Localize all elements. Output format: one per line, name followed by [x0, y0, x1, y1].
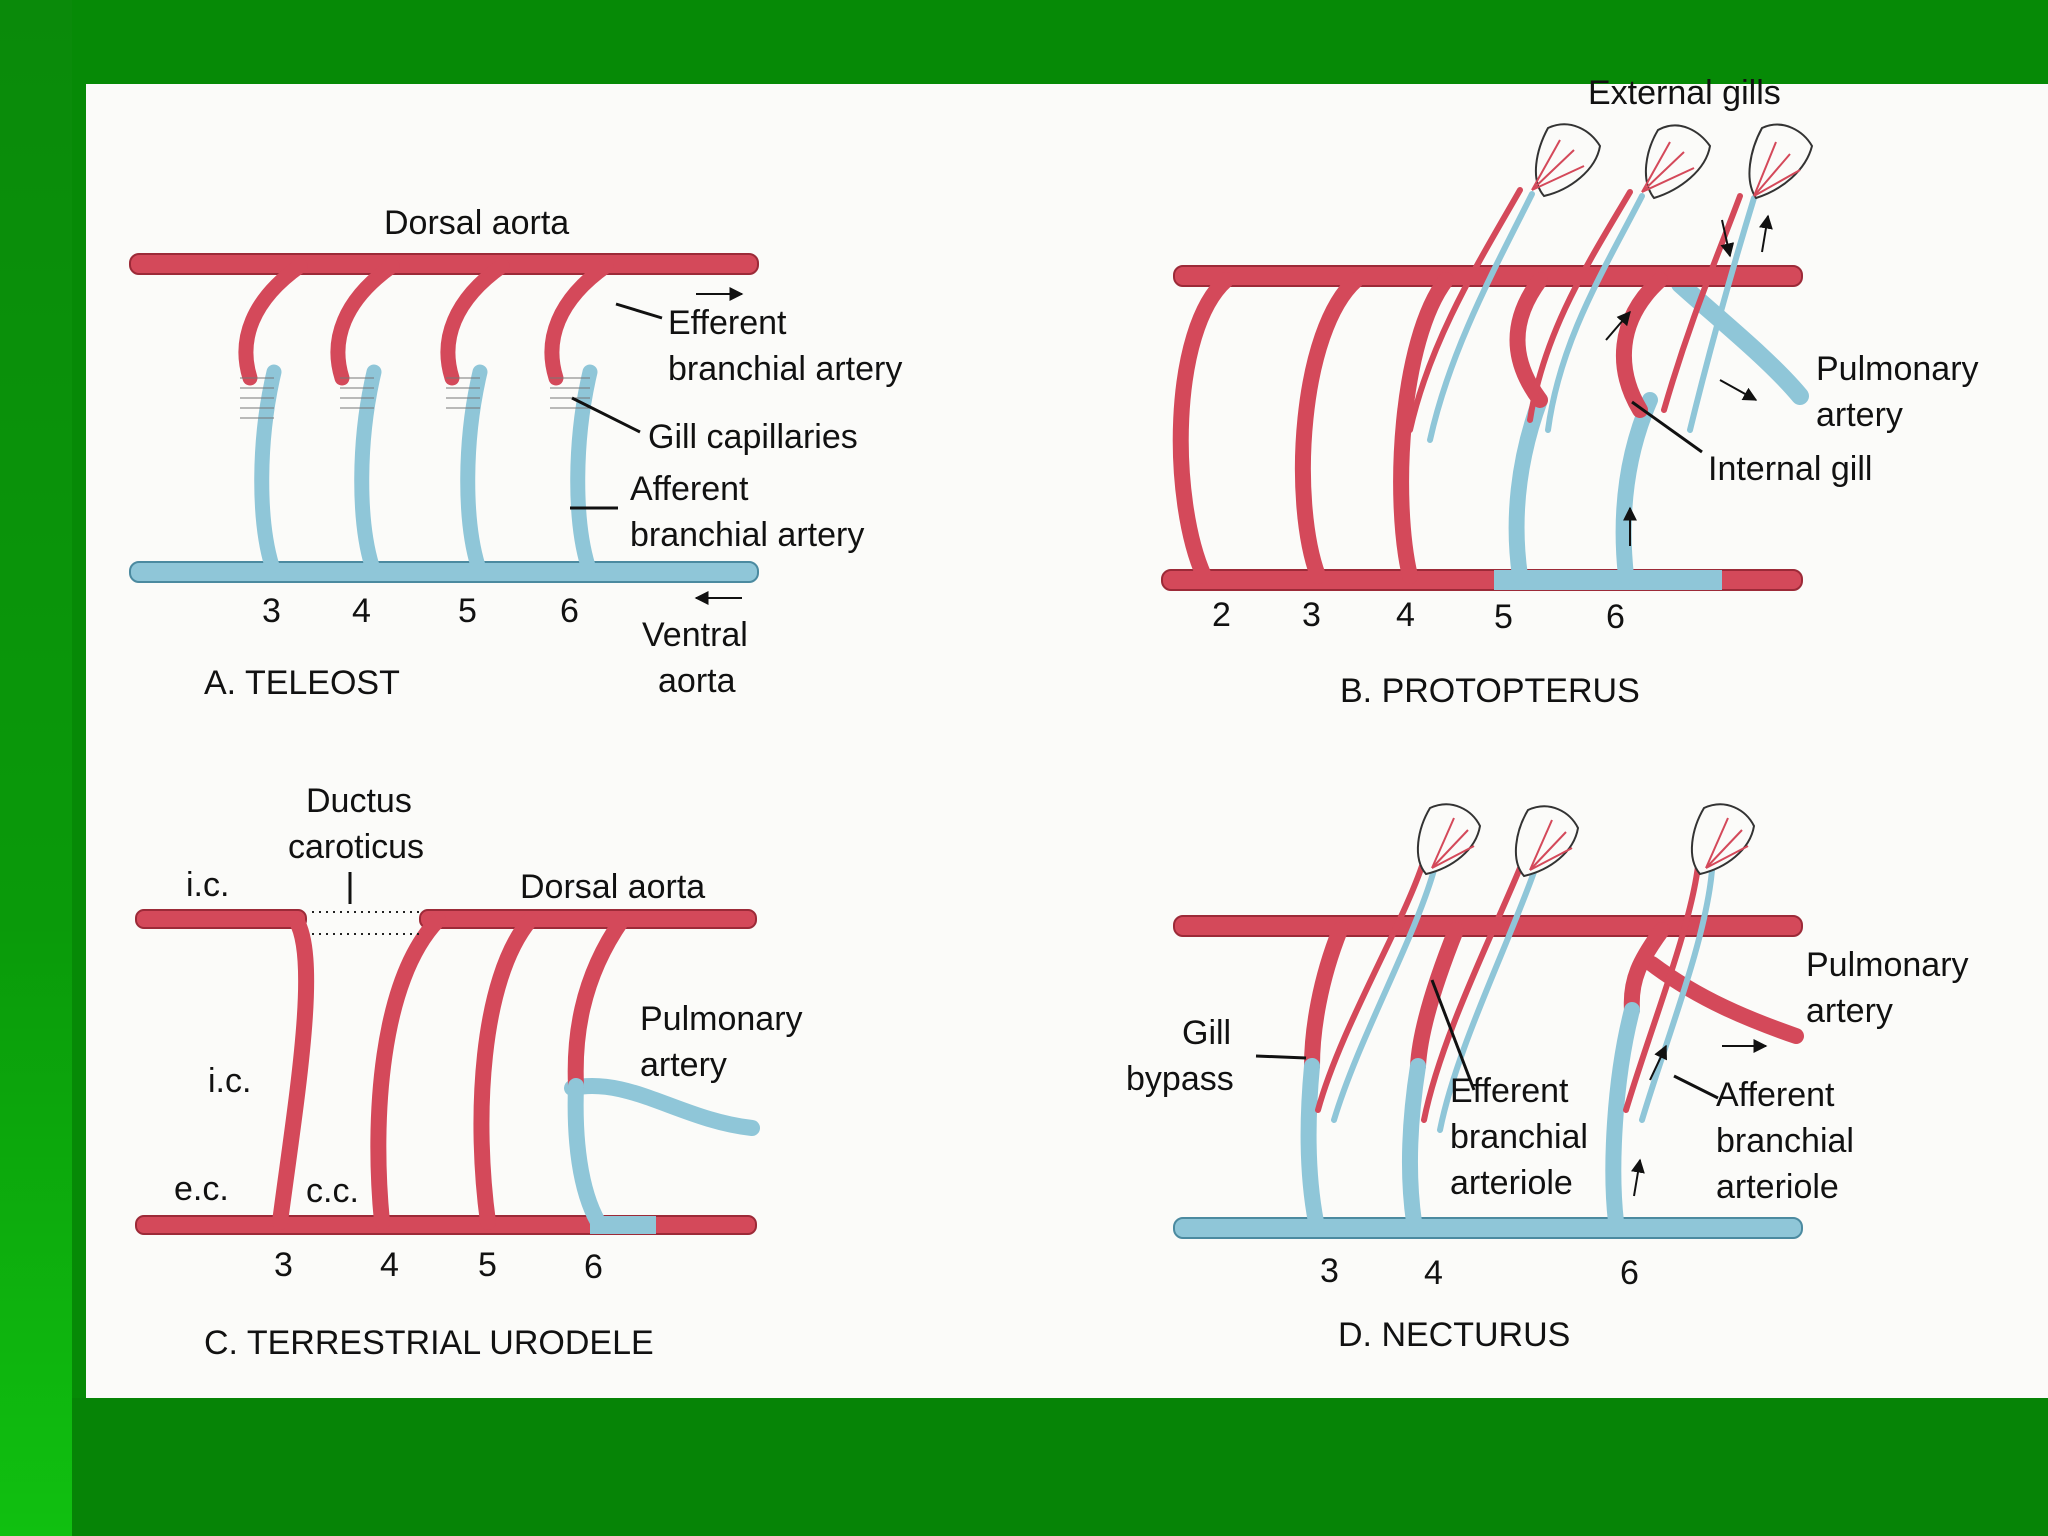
label-efferent-d-2: branchial	[1450, 1118, 1588, 1156]
ventral-aorta-c	[135, 1215, 757, 1235]
leader-efferent-d	[1430, 979, 1476, 1091]
arch-number: 6	[1620, 1254, 1639, 1292]
label-pulmonary-b-2: artery	[1816, 396, 1903, 434]
flow-arrow-b-4	[1719, 379, 1758, 401]
arch-number: 3	[1302, 596, 1321, 634]
label-external-gills-b: External gills	[1588, 74, 1781, 112]
label-bypass-d-1: Gill	[1182, 1014, 1231, 1052]
ventral-aorta-b-deox	[1494, 570, 1722, 590]
arch-number: 5	[1494, 598, 1513, 636]
flow-arrow-d-3	[1631, 1158, 1645, 1197]
label-pulmonary-d-1: Pulmonary	[1806, 946, 1969, 984]
label-efferent-a-1: Efferent	[668, 304, 787, 342]
leader-efferent-a	[615, 302, 663, 320]
external-gill-vessels-b	[1407, 187, 1757, 443]
ventral-aorta-a	[129, 561, 759, 583]
internal-carotid-c	[135, 909, 307, 929]
arch-number: 5	[478, 1246, 497, 1284]
ventral-aorta-d	[1173, 1217, 1803, 1239]
label-ec-c: e.c.	[174, 1170, 229, 1208]
panel-a-title: A. TELEOST	[204, 664, 400, 702]
external-gill-tufts-d	[1416, 803, 1756, 878]
bottom-green-band	[72, 1398, 2048, 1536]
label-afferent-a-2: branchial artery	[630, 516, 864, 554]
arch-number: 5	[458, 592, 477, 630]
label-pulmonary-b-1: Pulmonary	[1816, 350, 1979, 388]
leader-capillaries-a	[571, 396, 641, 434]
panel-d-title: D. NECTURUS	[1338, 1316, 1570, 1354]
flow-arrow-d-2	[1649, 1044, 1667, 1081]
arches-c	[272, 912, 630, 1230]
leader-bypass-d	[1255, 1054, 1307, 1060]
flow-arrow-b-2	[1759, 214, 1773, 253]
label-capillaries-a: Gill capillaries	[648, 418, 858, 456]
gill-filaments-b	[1531, 139, 1801, 197]
arch-number: 6	[1606, 598, 1625, 636]
label-afferent-d-3: arteriole	[1716, 1168, 1839, 1206]
label-afferent-a-1: Afferent	[630, 470, 749, 508]
arch-number: 3	[262, 592, 281, 630]
arch-number: 3	[1320, 1252, 1339, 1290]
panel-a-teleost: Dorsal aorta Efferent branchial artery G…	[129, 204, 902, 702]
external-gill-vessels-d	[1315, 863, 1715, 1133]
panel-c-terrestrial-urodele: Ductus caroticus i.c. Dorsal aorta i.c. …	[135, 782, 803, 1362]
label-pulmonary-d-2: artery	[1806, 992, 1893, 1030]
label-dorsal-aorta-c: Dorsal aorta	[520, 868, 705, 906]
label-internal-gill-b: Internal gill	[1708, 450, 1872, 488]
ventral-aorta-c-deox	[590, 1216, 656, 1234]
label-dorsal-aorta-a: Dorsal aorta	[384, 204, 569, 242]
label-afferent-d-1: Afferent	[1716, 1076, 1835, 1114]
flow-arrow-b-1	[1720, 219, 1735, 258]
label-ic-mid-c: i.c.	[208, 1062, 251, 1100]
label-efferent-a-2: branchial artery	[668, 350, 902, 388]
label-ductus-c-2: caroticus	[288, 828, 424, 866]
leader-afferent-d	[1673, 1074, 1719, 1100]
label-cc-c: c.c.	[306, 1172, 359, 1210]
gill-capillaries-a	[240, 377, 590, 419]
afferent-arteries-a	[254, 364, 598, 574]
panel-b-title: B. PROTOPTERUS	[1340, 672, 1640, 710]
dorsal-aorta-c	[419, 909, 757, 929]
label-afferent-d-2: branchial	[1716, 1122, 1854, 1160]
arch-number: 6	[584, 1248, 603, 1286]
leader-internal-gill-b	[1631, 400, 1703, 454]
panel-d-necturus: Pulmonary artery Gill bypass Efferent br…	[1126, 803, 1969, 1354]
arch-number: 4	[352, 592, 371, 630]
label-efferent-d-1: Efferent	[1450, 1072, 1569, 1110]
arch-number: 4	[380, 1246, 399, 1284]
label-ventral-a-2: aorta	[658, 662, 736, 700]
left-green-strip	[0, 0, 72, 1536]
flow-arrow-b-3	[1605, 310, 1631, 341]
label-efferent-d-3: arteriole	[1450, 1164, 1573, 1202]
arch-number: 4	[1396, 596, 1415, 634]
label-pulmonary-c-1: Pulmonary	[640, 1000, 803, 1038]
external-gill-tufts-b	[1534, 123, 1814, 200]
arch-number: 3	[274, 1246, 293, 1284]
ductus-caroticus-dotted	[312, 911, 420, 935]
label-ic-top-c: i.c.	[186, 866, 229, 904]
arch-number: 6	[560, 592, 579, 630]
pulmonary-artery-c	[564, 1077, 760, 1136]
efferent-arteries-a	[238, 258, 614, 386]
dorsal-aorta-a	[129, 253, 759, 275]
panel-c-title: C. TERRESTRIAL URODELE	[204, 1324, 654, 1362]
dorsal-aorta-d	[1173, 915, 1803, 937]
label-ductus-c-1: Ductus	[306, 782, 412, 820]
label-pulmonary-c-2: artery	[640, 1046, 727, 1084]
label-ventral-a-1: Ventral	[642, 616, 748, 654]
pulmonary-artery-b	[1671, 275, 1809, 405]
arch-number: 2	[1212, 596, 1231, 634]
panel-b-protopterus: External gills Pulmonary artery Internal…	[1161, 74, 1979, 710]
gill-filaments-d	[1431, 817, 1749, 871]
label-bypass-d-2: bypass	[1126, 1060, 1234, 1098]
arches-b	[1172, 272, 1668, 584]
arch-number: 4	[1424, 1254, 1443, 1292]
arches-d	[1300, 922, 1670, 1230]
